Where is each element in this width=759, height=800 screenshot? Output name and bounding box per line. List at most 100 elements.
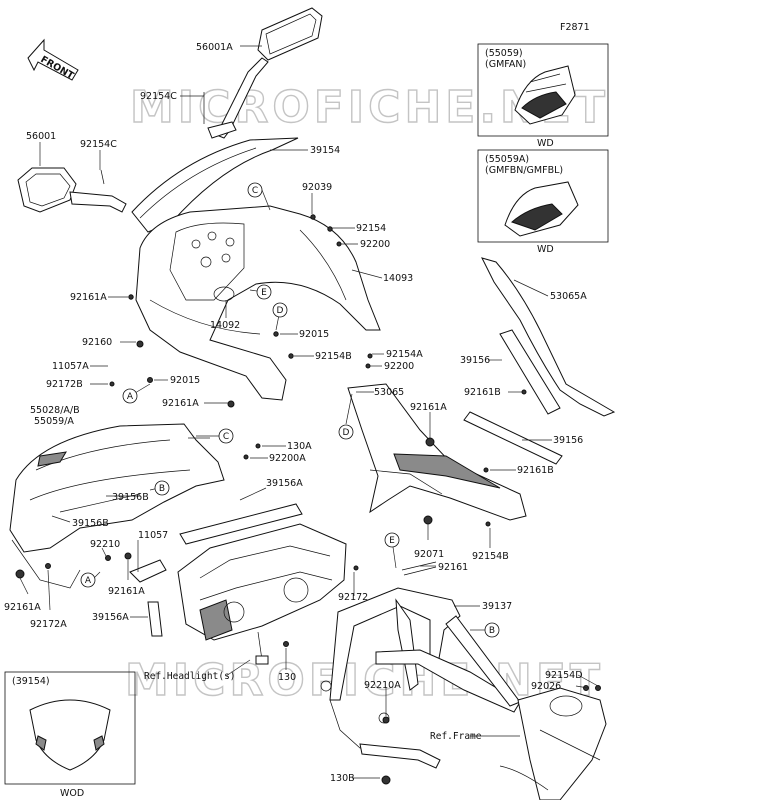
svg-text:A: A [127,392,134,402]
inset-55059-line2: (GMFAN) [485,59,526,70]
label-56001a: 56001A [196,42,233,53]
stay-11057 [129,559,167,583]
label-39156b-b: 39156B [72,518,109,529]
label-92154c-b: 92154C [80,139,117,150]
mirror-right [207,7,323,139]
label-39156-b: 39156 [553,435,583,446]
leader-lines [19,45,599,779]
label-92161b-b: 92161B [517,465,554,476]
label-56001: 56001 [26,131,56,142]
label-53065: 53065 [374,387,404,398]
callout-b-low: B [484,622,500,638]
label-39137: 39137 [482,601,512,612]
label-92161a-a: 92161A [70,292,107,303]
svg-text:C: C [223,432,229,442]
main-frame [499,687,607,800]
label-14092: 14092 [210,320,240,331]
callout-a-top: A [122,388,138,404]
label-92039: 92039 [302,182,332,193]
label-92026: 92026 [531,681,561,692]
label-92161: 92161 [438,562,468,573]
inset-39154: (39154) WOD [4,671,136,799]
label-92161a-b: 92161A [162,398,199,409]
label-92200a: 92200A [269,453,306,464]
inset-39154-caption: WOD [60,788,84,799]
inset-55059a-caption: WD [537,244,554,255]
callout-e-mid: E [384,532,400,548]
label-92154b-a: 92154B [315,351,352,362]
label-92200-b: 92200 [384,361,414,372]
callout-d-top: D [272,302,288,318]
label-55028: 55028/A/B [30,405,80,416]
trim-strip-39156a [179,503,303,545]
inset-55059-caption: WD [537,138,554,149]
callout-a-mid: A [80,572,96,588]
label-92154b-b: 92154B [472,551,509,562]
inset-39154-line1: (39154) [12,676,50,687]
svg-text:B: B [489,626,495,636]
callout-e-top: E [256,284,272,300]
inset-55059-line1: (55059) [485,48,523,59]
label-92200-a: 92200 [360,239,390,250]
label-92161a-e: 92161A [108,586,145,597]
inset-55059a-line1: (55059A) [485,154,529,165]
label-39156a-a: 39156A [266,478,303,489]
label-55059a: 55059/A [34,416,74,427]
front-arrow-icon: FRONT [27,38,79,82]
label-130: 130 [278,672,296,683]
label-39156a-b: 39156A [92,612,129,623]
svg-text:B: B [159,484,165,494]
inset-55059a: (55059A) (GMFBN/GMFBL) WD [477,149,609,255]
label-92154a: 92154A [386,349,423,360]
callout-d-mid: D [338,424,354,440]
label-53065a: 53065A [550,291,587,302]
side-cover-53065 [347,383,527,521]
callout-b-mid: B [154,480,170,496]
mirror-left [17,167,127,213]
svg-text:E: E [261,288,267,298]
label-39156b-a: 39156B [112,492,149,503]
part-labels: 56001A 92154C 56001 92154C 39154 92039 9… [4,42,587,784]
svg-text:A: A [85,576,92,586]
inset-55059: (55059) (GMFAN) WD [477,43,609,149]
callout-c-top: C [247,182,263,198]
svg-text:D: D [277,306,284,316]
figure-code: F2871 [560,22,590,33]
label-130a: 130A [287,441,312,452]
inner-cowling [135,205,381,401]
label-92172b: 92172B [46,379,83,390]
label-92210: 92210 [90,539,120,550]
label-92172a: 92172A [30,619,67,630]
label-92154d: 92154D [545,670,583,681]
label-92154: 92154 [356,223,386,234]
label-92161a-c: 92161A [410,402,447,413]
label-130b: 130B [330,773,355,784]
svg-text:E: E [389,536,395,546]
side-strip-53065a [481,257,616,417]
ref-headlight-label: Ref.Headlight(s) [144,671,236,682]
svg-text:C: C [252,186,258,196]
frame-bracket [320,587,521,769]
label-92172: 92172 [338,592,368,603]
label-92161a-d: 92161A [4,602,41,613]
ref-frame-label: Ref.Frame [430,731,482,742]
label-92154c-a: 92154C [140,91,177,102]
trim-strip-39156 [463,411,563,465]
label-11057a: 11057A [52,361,89,372]
label-39156-a: 39156 [460,355,490,366]
label-39154: 39154 [310,145,340,156]
label-92015-b: 92015 [170,375,200,386]
inset-55059a-line2: (GMFBN/GMFBL) [485,165,563,176]
label-92160: 92160 [82,337,112,348]
label-92071: 92071 [414,549,444,560]
callout-c-mid: C [218,428,234,444]
label-11057: 11057 [138,530,168,541]
label-92161b-a: 92161B [464,387,501,398]
label-14093: 14093 [383,273,413,284]
svg-text:D: D [343,428,350,438]
label-92015-a: 92015 [299,329,329,340]
label-92210a: 92210A [364,680,401,691]
headlight-assembly [177,523,347,665]
watermark-bottom: MICROFICHE.NET [125,655,604,706]
